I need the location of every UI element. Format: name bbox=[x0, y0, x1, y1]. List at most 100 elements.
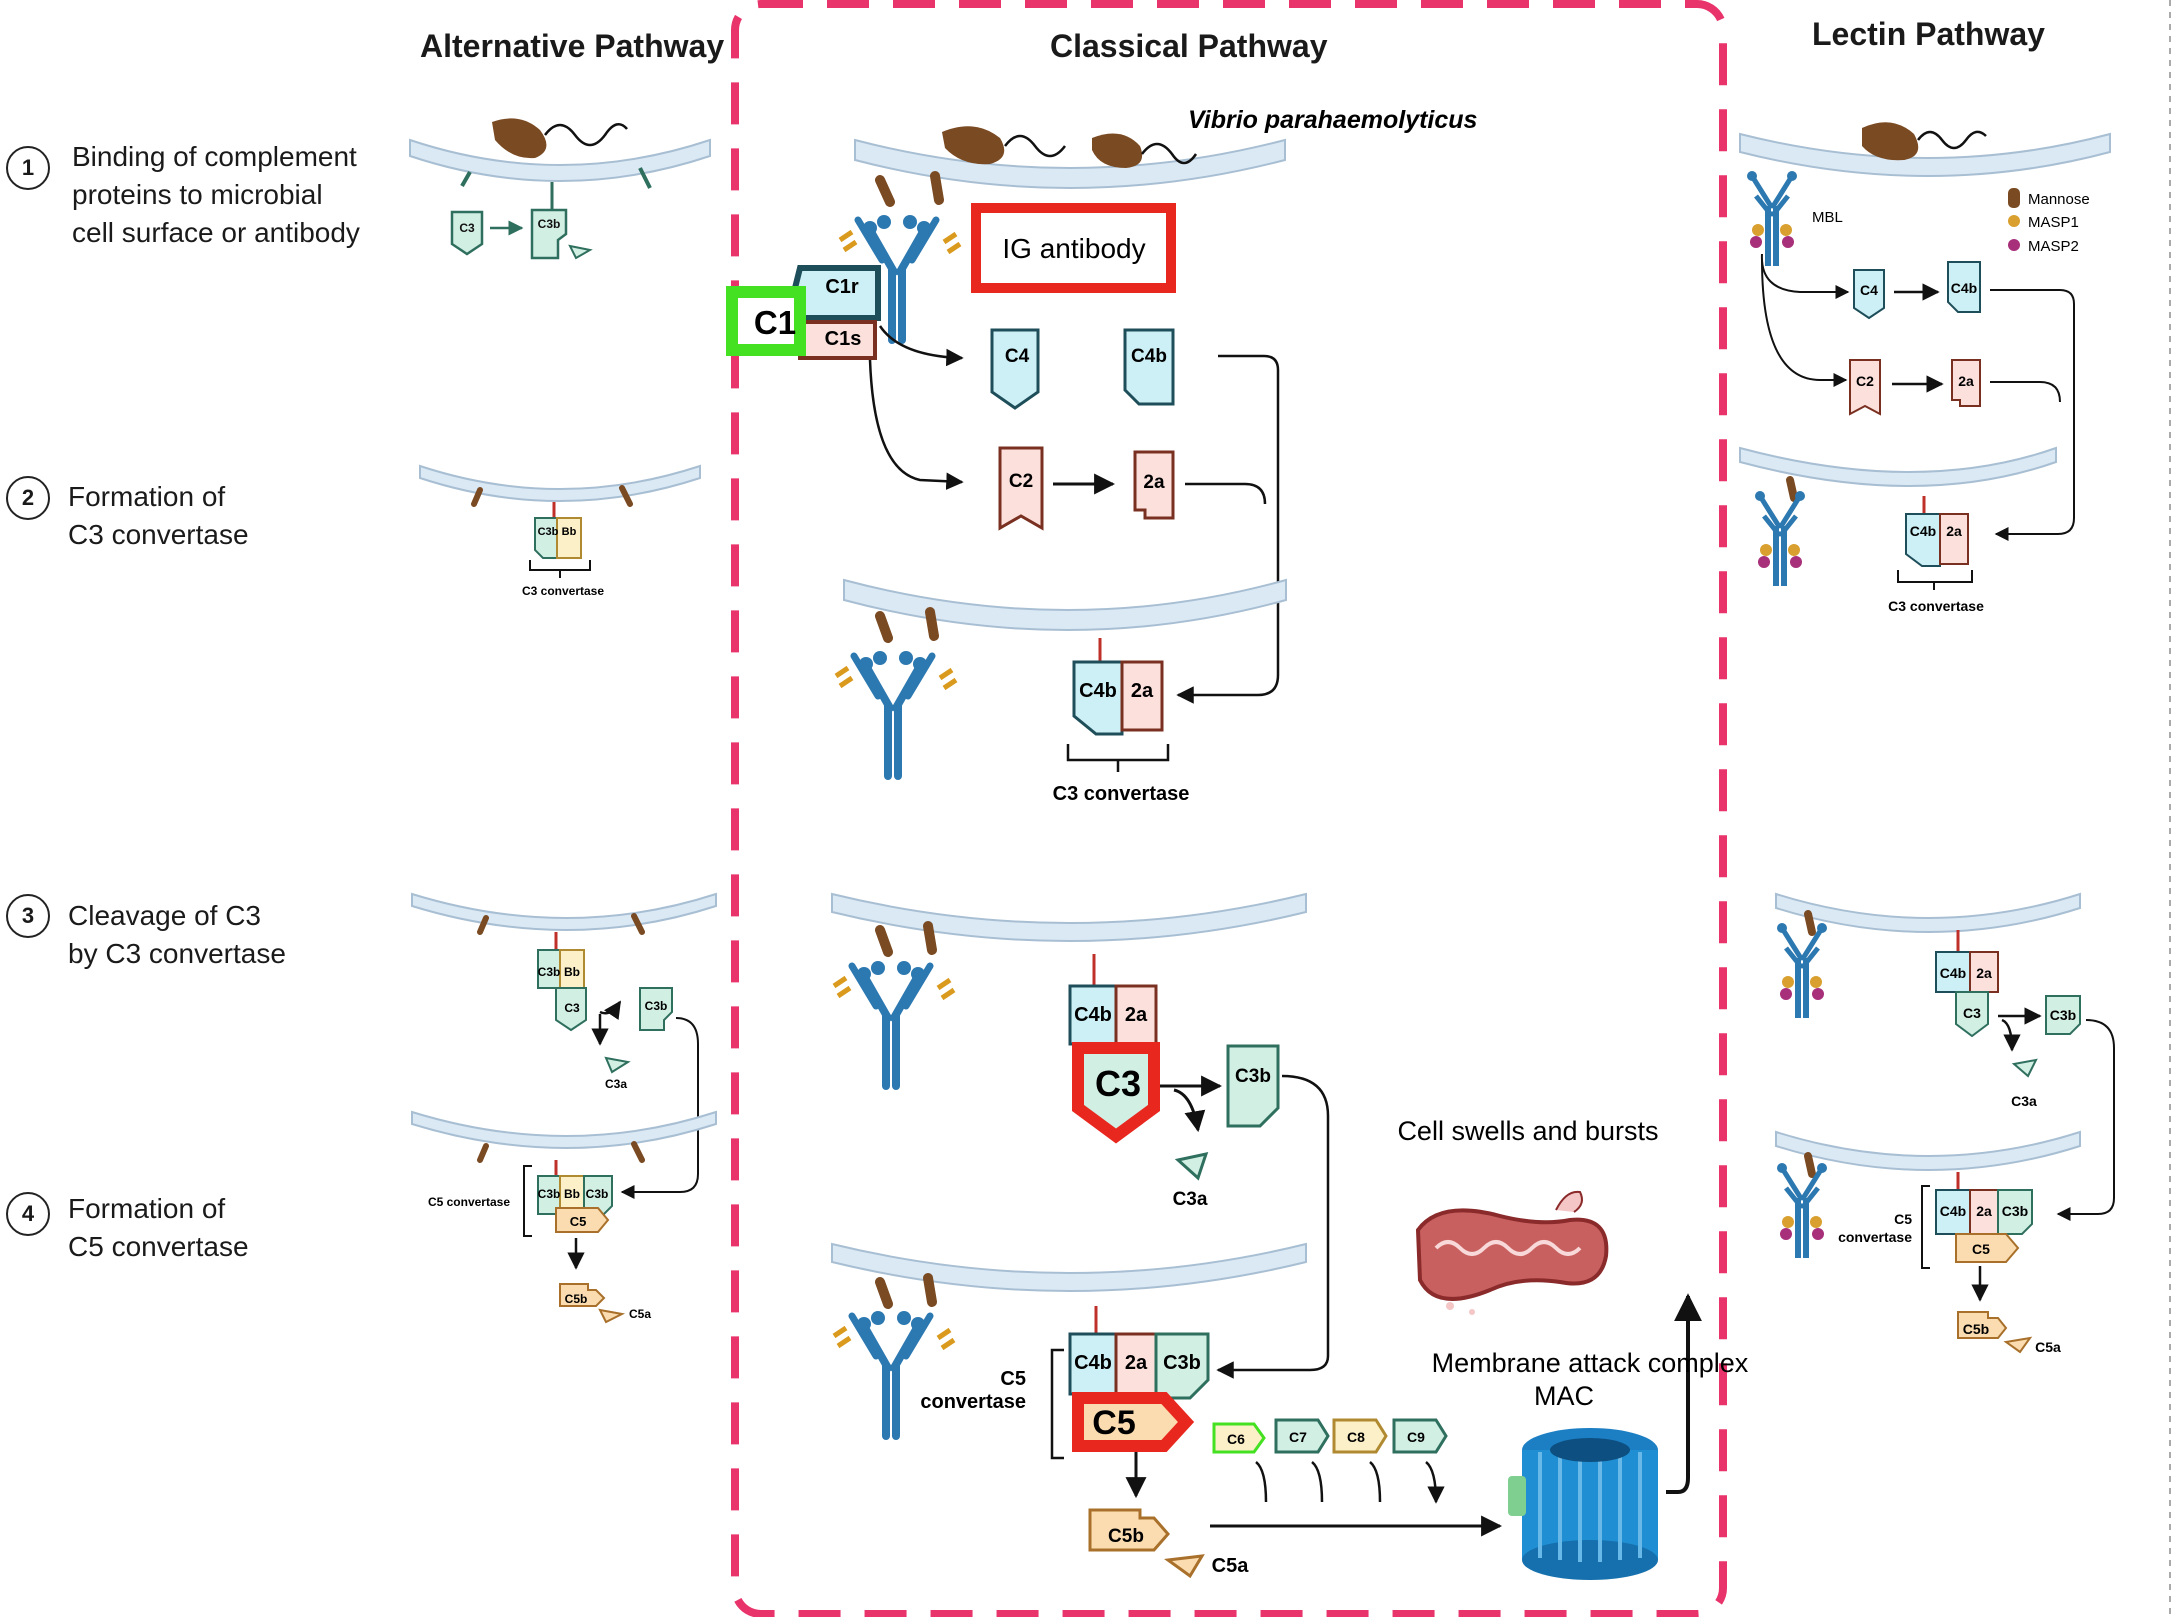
svg-text:C3a: C3a bbox=[605, 1077, 627, 1091]
svg-text:C3 convertase: C3 convertase bbox=[1888, 598, 1984, 614]
svg-text:C3b: C3b bbox=[586, 1187, 609, 1201]
svg-text:C4b: C4b bbox=[1131, 346, 1167, 367]
svg-text:Cell swells and bursts: Cell swells and bursts bbox=[1397, 1116, 1658, 1146]
svg-text:IG antibody: IG antibody bbox=[1002, 233, 1145, 264]
svg-text:C1s: C1s bbox=[825, 328, 862, 350]
terminal-components: C6 C7 C8 C9 bbox=[1210, 1418, 1503, 1537]
svg-text:C5 convertase: C5 convertase bbox=[428, 1195, 510, 1209]
ig-antibody-box bbox=[971, 203, 1176, 293]
svg-text:C4b: C4b bbox=[1951, 280, 1977, 296]
lectin-pathway-heading: Lectin Pathway bbox=[1812, 16, 2045, 52]
svg-text:C3b: C3b bbox=[538, 217, 561, 231]
svg-text:C3: C3 bbox=[1095, 1063, 1141, 1104]
mac-pore bbox=[1508, 1293, 1702, 1580]
svg-text:C4b: C4b bbox=[1074, 1004, 1112, 1026]
svg-text:C4b: C4b bbox=[1940, 1203, 1966, 1219]
step-1-number: 1 bbox=[6, 146, 50, 190]
step-4-text: Formation of C5 convertase bbox=[68, 1193, 249, 1262]
svg-text:C1: C1 bbox=[754, 304, 796, 341]
svg-text:C5: C5 bbox=[570, 1214, 587, 1229]
svg-text:C3b: C3b bbox=[538, 1187, 561, 1201]
classical-step4: C4b 2a C3b C5 C5 convertase C5b C5a C6 C… bbox=[832, 1242, 1749, 1580]
svg-text:C3a: C3a bbox=[1173, 1189, 1208, 1210]
svg-text:C3b: C3b bbox=[538, 965, 561, 979]
svg-text:MAC: MAC bbox=[1534, 1381, 1594, 1411]
classical-pathway-heading: Classical Pathway bbox=[1050, 28, 1328, 64]
svg-text:C3b: C3b bbox=[1235, 1066, 1271, 1087]
classical-step2: C4b 2a C3 convertase bbox=[836, 578, 1287, 805]
svg-text:C4: C4 bbox=[1860, 282, 1878, 298]
c1-highlight bbox=[726, 286, 806, 356]
svg-text:2a: 2a bbox=[1125, 1352, 1148, 1374]
svg-text:C5b: C5b bbox=[1963, 1321, 1989, 1337]
svg-text:C5: C5 bbox=[1092, 1404, 1135, 1442]
lectin-step1: MBL C4 C4b C2 2a bbox=[1739, 122, 2111, 541]
svg-text:convertase: convertase bbox=[1838, 1229, 1912, 1245]
alt-step1: C3 C3b bbox=[409, 118, 711, 260]
svg-text:C5b: C5b bbox=[1108, 1526, 1144, 1547]
svg-text:C5a: C5a bbox=[1212, 1555, 1250, 1577]
lectin-step4: C4b 2a C3b C5 C5 convertase C5b C5a bbox=[1776, 1130, 2081, 1355]
svg-text:C3: C3 bbox=[459, 221, 475, 235]
svg-text:2a: 2a bbox=[1946, 523, 1962, 539]
classical-step1: C1r C1s C1 IG antibody C4 C4b C2 2a bbox=[726, 126, 1286, 704]
svg-text:C3b: C3b bbox=[1163, 1352, 1201, 1374]
lectin-step2: C4b 2a C3 convertase bbox=[1739, 446, 2057, 614]
svg-text:Mannose: Mannose bbox=[2028, 191, 2090, 208]
step-4-number: 4 bbox=[6, 1192, 50, 1236]
classical-step3: C4b 2a C3 C3b C3a bbox=[832, 892, 1330, 1379]
svg-text:C4b: C4b bbox=[1079, 680, 1117, 702]
svg-text:Bb: Bb bbox=[564, 965, 580, 979]
svg-text:C3b: C3b bbox=[2050, 1007, 2076, 1023]
alt-step3: C3b Bb C3 C3b C3a bbox=[411, 892, 717, 1199]
svg-text:C2: C2 bbox=[1009, 471, 1033, 492]
alt-step2: C3b Bb C3 convertase bbox=[419, 464, 701, 598]
svg-text:2a: 2a bbox=[1131, 680, 1154, 702]
svg-text:Bb: Bb bbox=[564, 1187, 580, 1201]
svg-text:C3b: C3b bbox=[538, 526, 559, 538]
svg-text:C3b: C3b bbox=[645, 999, 668, 1013]
step-2-text: Formation of C3 convertase bbox=[68, 481, 249, 550]
step-1-text: Binding of complement proteins to microb… bbox=[72, 141, 360, 248]
step-2-number: 2 bbox=[6, 476, 50, 520]
svg-text:2a: 2a bbox=[1958, 373, 1974, 389]
svg-text:C5: C5 bbox=[1000, 1368, 1026, 1390]
svg-text:2a: 2a bbox=[1125, 1004, 1148, 1026]
alt-step4: C3b Bb C3b C5 C5 convertase C5b C5a bbox=[411, 1110, 717, 1324]
svg-text:convertase: convertase bbox=[920, 1391, 1026, 1413]
alternative-pathway-heading: Alternative Pathway bbox=[420, 28, 725, 64]
step-3-number: 3 bbox=[6, 894, 50, 938]
cell-burst: Cell swells and bursts bbox=[1397, 1116, 1659, 1315]
c5-highlight bbox=[1072, 1392, 1195, 1452]
svg-text:C6: C6 bbox=[1227, 1431, 1245, 1447]
lectin-legend: Mannose MASP1 MASP2 bbox=[2008, 188, 2090, 255]
svg-text:C3 convertase: C3 convertase bbox=[1053, 783, 1190, 805]
c3-highlight bbox=[1072, 1042, 1160, 1144]
svg-text:C3a: C3a bbox=[2011, 1093, 2037, 1109]
svg-text:C4b: C4b bbox=[1940, 965, 1966, 981]
svg-text:C4b: C4b bbox=[1074, 1352, 1112, 1374]
svg-text:C5a: C5a bbox=[629, 1307, 651, 1321]
svg-text:C3b: C3b bbox=[2002, 1203, 2028, 1219]
svg-text:2a: 2a bbox=[1976, 1203, 1992, 1219]
svg-text:C7: C7 bbox=[1289, 1429, 1307, 1445]
svg-text:C3 convertase: C3 convertase bbox=[522, 584, 604, 598]
svg-text:C3: C3 bbox=[1963, 1005, 1981, 1021]
svg-text:Membrane attack complex: Membrane attack complex bbox=[1432, 1348, 1749, 1378]
organism-label: Vibrio parahaemolyticus bbox=[1188, 106, 1478, 134]
svg-text:C5: C5 bbox=[1894, 1211, 1912, 1227]
svg-text:C9: C9 bbox=[1407, 1429, 1425, 1445]
step-3-text: Cleavage of C3 by C3 convertase bbox=[68, 900, 286, 969]
svg-text:2a: 2a bbox=[1143, 472, 1165, 493]
svg-text:MASP2: MASP2 bbox=[2028, 238, 2079, 255]
svg-text:2a: 2a bbox=[1976, 965, 1992, 981]
classical-pathway-frame bbox=[731, 0, 1727, 1617]
svg-text:C4b: C4b bbox=[1910, 523, 1936, 539]
lectin-step3: C4b 2a C3 C3b C3a bbox=[1776, 892, 2115, 1221]
svg-text:C4: C4 bbox=[1005, 346, 1030, 367]
svg-text:Bb: Bb bbox=[562, 526, 577, 538]
svg-text:C5a: C5a bbox=[2035, 1339, 2061, 1355]
svg-text:C8: C8 bbox=[1347, 1429, 1365, 1445]
svg-text:MBL: MBL bbox=[1812, 209, 1843, 226]
